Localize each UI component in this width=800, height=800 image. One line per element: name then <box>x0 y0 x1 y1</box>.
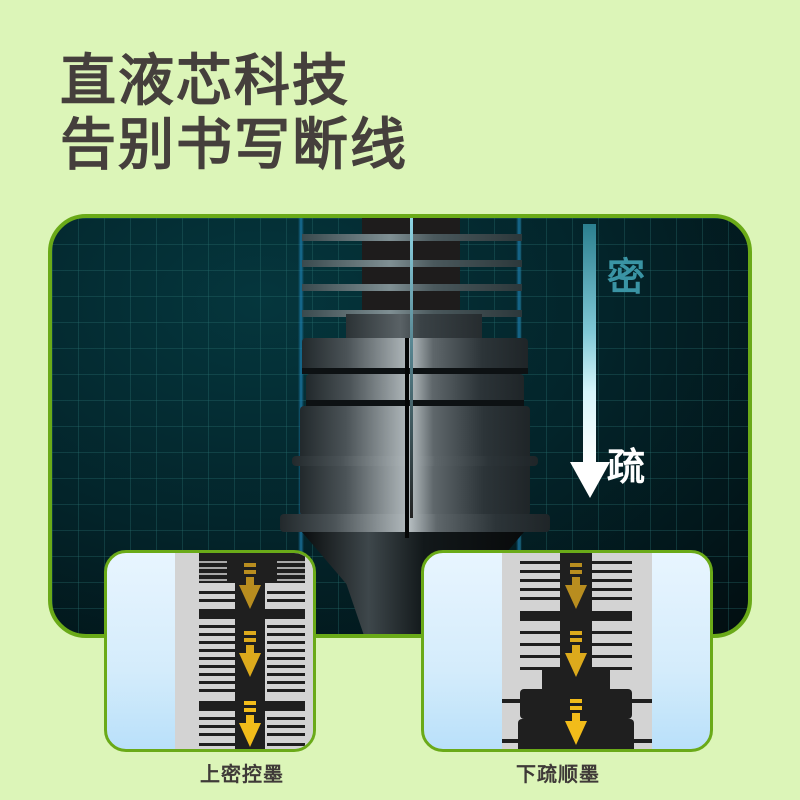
comb-tooth <box>520 588 560 591</box>
comb-tooth <box>267 599 305 602</box>
comb-tooth <box>592 667 632 670</box>
headline: 直液芯科技 告别书写断线 <box>60 50 408 178</box>
comb-tooth <box>520 631 560 634</box>
comb-tooth <box>592 561 632 564</box>
comb-tooth <box>199 717 237 720</box>
comb-tooth <box>267 681 305 684</box>
pen-ring <box>306 374 524 404</box>
comb-tooth <box>520 667 560 670</box>
sparse-feed-card <box>421 550 713 752</box>
label-dense: 密 <box>607 255 646 299</box>
comb-tooth <box>199 689 237 692</box>
feed-step <box>542 669 610 689</box>
comb-tooth <box>199 641 237 644</box>
pen-band <box>302 368 528 374</box>
comb-tooth <box>199 657 237 660</box>
ink-flow-arrow-icon <box>565 563 587 611</box>
comb-tooth <box>199 743 237 746</box>
comb-tooth <box>199 625 237 628</box>
caption-dense-control: 上密控墨 <box>200 762 284 786</box>
ink-flow-arrow-icon <box>565 631 587 679</box>
comb-tooth <box>592 655 632 658</box>
comb-tooth <box>267 641 305 644</box>
pen-base-flange <box>280 514 550 532</box>
comb-tooth <box>267 649 305 652</box>
comb-tooth <box>267 591 305 594</box>
comb-tooth <box>267 665 305 668</box>
thread-line <box>277 567 305 569</box>
comb-tooth <box>267 673 305 676</box>
comb-tooth <box>199 673 237 676</box>
comb-tooth <box>520 643 560 646</box>
nib-ink-slit <box>410 218 413 518</box>
thread-line <box>277 561 305 563</box>
comb-tooth <box>592 643 632 646</box>
comb-tooth <box>199 665 237 668</box>
thread-line <box>199 561 227 563</box>
comb-divider <box>199 701 305 711</box>
ink-flow-arrow-icon <box>565 699 587 747</box>
headline-line-1: 直液芯科技 <box>60 49 350 114</box>
comb-tooth <box>520 655 560 658</box>
ink-flow-arrow-icon <box>239 563 261 611</box>
label-sparse: 疏 <box>607 445 646 489</box>
comb-tooth <box>267 657 305 660</box>
comb-tooth <box>199 733 237 736</box>
comb-tooth <box>520 579 560 582</box>
thread-line <box>277 573 305 575</box>
comb-tooth <box>267 725 305 728</box>
comb-tooth <box>267 743 305 746</box>
ink-flow-arrow-icon <box>239 701 261 749</box>
comb-tooth <box>199 649 237 652</box>
comb-tooth <box>267 633 305 636</box>
arrow-head-icon <box>570 462 610 498</box>
comb-tooth <box>199 681 237 684</box>
comb-divider <box>199 609 305 619</box>
pen-lip-ring <box>292 456 538 466</box>
headline-line-2: 告别书写断线 <box>60 113 408 178</box>
comb-tooth <box>592 570 632 573</box>
comb-tooth <box>520 570 560 573</box>
comb-tooth <box>592 579 632 582</box>
down-arrow-icon <box>583 224 596 464</box>
comb-tooth <box>520 561 560 564</box>
comb-tooth <box>267 717 305 720</box>
dense-feed-card <box>104 550 316 752</box>
pen-band <box>306 400 524 406</box>
comb-tooth <box>267 625 305 628</box>
comb-tooth <box>592 631 632 634</box>
caption-sparse-flow: 下疏顺墨 <box>516 762 600 786</box>
comb-tooth <box>592 597 632 600</box>
comb-tooth <box>199 599 237 602</box>
comb-tooth <box>267 689 305 692</box>
thread-line <box>199 567 227 569</box>
pen-collar <box>346 314 482 338</box>
pen-nib-illustration <box>52 218 748 634</box>
comb-tooth <box>592 588 632 591</box>
comb-tooth <box>199 725 237 728</box>
thread-line <box>199 573 227 575</box>
nib-slit-shadow <box>405 338 409 538</box>
comb-tooth <box>520 597 560 600</box>
thread-line <box>199 579 227 581</box>
comb-tooth <box>199 633 237 636</box>
comb-divider <box>520 611 632 621</box>
thread-line <box>277 579 305 581</box>
comb-tooth <box>267 733 305 736</box>
ink-flow-arrow-icon <box>239 631 261 679</box>
comb-tooth <box>199 591 237 594</box>
